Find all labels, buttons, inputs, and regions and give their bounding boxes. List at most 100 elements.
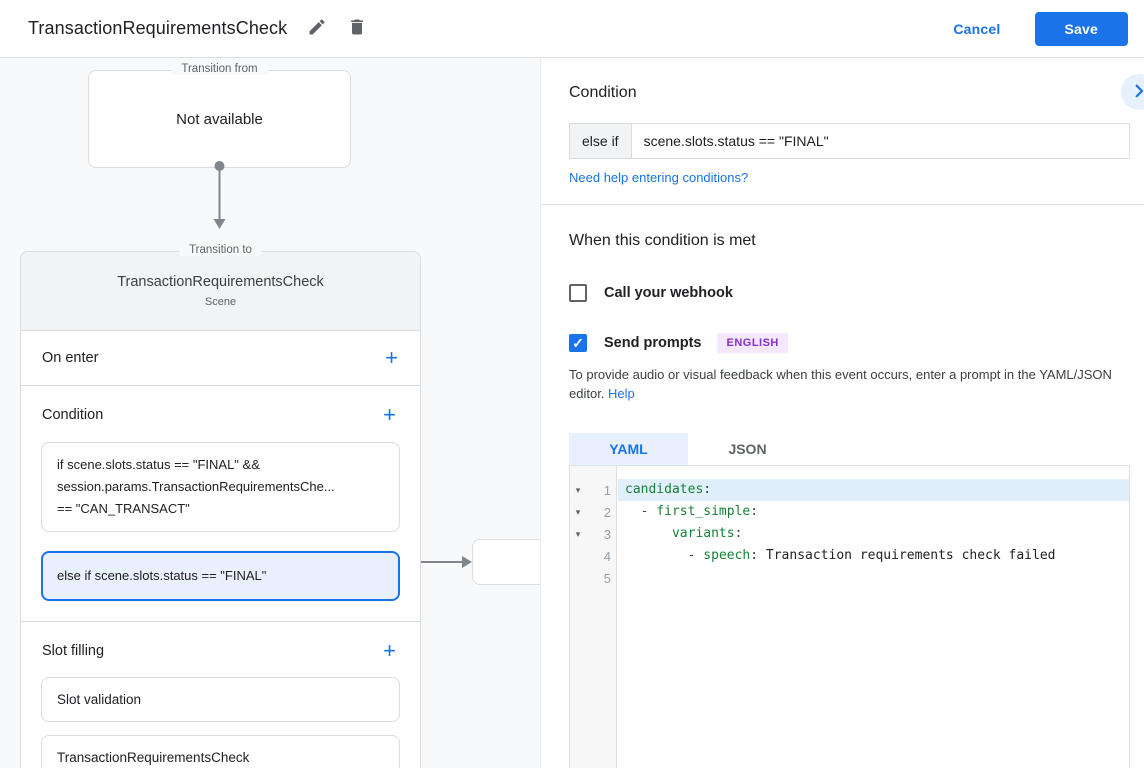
panel-title: Condition <box>569 84 637 101</box>
code-token: speech <box>703 548 751 563</box>
condition-item-elseif-selected[interactable]: else if scene.slots.status == "FINAL" <box>41 551 400 601</box>
code-token: variants <box>671 526 735 541</box>
scene-card-title: TransactionRequirementsCheck <box>117 274 324 290</box>
webhook-row: Call your webhook <box>569 284 1116 302</box>
code-line-content: - speech: Transaction requirements check… <box>618 545 1129 567</box>
editor-gutter <box>570 466 617 768</box>
on-enter-section[interactable]: On enter + <box>21 331 420 386</box>
code-line-content: candidates: <box>618 479 1129 501</box>
tab-yaml[interactable]: YAML <box>569 433 688 465</box>
line-number: 2 <box>603 504 611 520</box>
prompt-description: To provide audio or visual feedback when… <box>569 365 1116 403</box>
panel-divider <box>541 204 1144 205</box>
checkmark-icon: ✓ <box>572 335 584 351</box>
code-token: first_simple <box>656 504 751 519</box>
slot-transaction-item[interactable]: TransactionRequirementsCheck <box>41 735 400 768</box>
language-badge: ENGLISH <box>717 333 788 353</box>
tab-json[interactable]: JSON <box>688 433 807 465</box>
top-bar: TransactionRequirementsCheck Cancel Save <box>0 0 1144 58</box>
editor-line-gutter: 4 <box>570 549 618 564</box>
editor-line-gutter: 5 <box>570 571 618 586</box>
line-number: 1 <box>603 482 611 498</box>
code-line-content <box>618 567 1129 589</box>
editor-tabs: YAML JSON <box>569 433 1144 465</box>
page-title: TransactionRequirementsCheck <box>28 18 288 38</box>
editor-line[interactable]: ▾2 - first_simple: <box>570 501 1129 523</box>
pencil-icon <box>307 17 327 40</box>
prompt-help-link[interactable]: Help <box>608 386 635 401</box>
scene-card: Transition to TransactionRequirementsChe… <box>20 244 421 768</box>
condition-text-line: session.params.TransactionRequirementsCh… <box>57 479 335 494</box>
scene-canvas[interactable]: Transition from Not available Transition… <box>0 58 540 768</box>
line-number: 5 <box>603 570 611 586</box>
arrowhead-right-icon <box>462 556 472 568</box>
transition-target-node[interactable] <box>472 539 540 585</box>
send-prompts-label: Send prompts <box>604 335 702 351</box>
webhook-label: Call your webhook <box>604 285 733 301</box>
webhook-checkbox[interactable] <box>569 284 587 302</box>
delete-scene-button[interactable] <box>337 9 377 49</box>
condition-expression-input[interactable] <box>630 123 1130 159</box>
code-token: - <box>625 504 657 519</box>
slot-validation-item[interactable]: Slot validation <box>41 677 400 722</box>
code-token: : <box>750 504 759 519</box>
code-token: : <box>750 548 766 563</box>
transition-to-label: Transition to <box>179 244 262 256</box>
condition-input-row: else if <box>569 123 1130 159</box>
add-on-enter-button[interactable]: + <box>381 345 402 371</box>
editor-line-gutter: ▾3 <box>570 527 618 542</box>
condition-item-if[interactable]: if scene.slots.status == "FINAL" && sess… <box>41 442 400 532</box>
code-token <box>625 526 672 541</box>
code-token: : <box>703 482 712 497</box>
fold-arrow-icon[interactable]: ▾ <box>575 484 581 495</box>
code-token: - <box>625 548 704 563</box>
trash-icon <box>347 17 367 40</box>
scene-card-type: Scene <box>204 296 237 308</box>
on-enter-label: On enter <box>42 350 99 366</box>
edit-title-button[interactable] <box>297 9 337 49</box>
editor-line[interactable]: 5 <box>570 567 1129 589</box>
code-line-content: - first_simple: <box>618 501 1129 523</box>
when-condition-heading: When this condition is met <box>569 232 756 249</box>
cancel-button[interactable]: Cancel <box>953 20 1001 37</box>
condition-section-label: Condition <box>42 407 104 423</box>
transition-from-value: Not available <box>176 110 263 128</box>
condition-section: Condition + if scene.slots.status == "FI… <box>21 386 420 622</box>
editor-line[interactable]: 4 - speech: Transaction requirements che… <box>570 545 1129 567</box>
condition-detail-panel: Condition else if Need help entering con… <box>540 58 1144 768</box>
condition-prefix: else if <box>569 123 631 159</box>
add-slot-button[interactable]: + <box>379 638 400 664</box>
condition-text-line: == "CAN_TRANSACT" <box>57 501 190 516</box>
line-number: 3 <box>603 526 611 542</box>
code-token: candidates <box>625 482 704 497</box>
send-prompts-row: ✓ Send prompts ENGLISH <box>569 333 1116 353</box>
arrowhead-down-icon <box>213 219 226 229</box>
slot-filling-section: Slot filling + Slot validation Transacti… <box>21 622 420 768</box>
transition-from-label: Transition from <box>171 63 268 75</box>
save-button[interactable]: Save <box>1034 11 1128 46</box>
scene-card-header[interactable]: TransactionRequirementsCheck Scene <box>21 252 420 331</box>
prompt-description-text: To provide audio or visual feedback when… <box>569 367 1112 401</box>
fold-arrow-icon[interactable]: ▾ <box>575 506 581 517</box>
transition-from-box[interactable]: Transition from Not available <box>88 63 351 168</box>
code-token: : <box>734 526 743 541</box>
editor-line[interactable]: ▾3 variants: <box>570 523 1129 545</box>
condition-text-line: if scene.slots.status == "FINAL" && <box>57 457 260 472</box>
chevron-right-icon <box>1130 82 1144 103</box>
code-line-content: variants: <box>618 523 1129 545</box>
condition-text-line: else if scene.slots.status == "FINAL" <box>57 568 267 583</box>
slot-filling-label: Slot filling <box>42 643 105 659</box>
fold-arrow-icon[interactable]: ▾ <box>575 528 581 539</box>
collapse-panel-button[interactable] <box>1121 74 1144 110</box>
editor-line-gutter: ▾1 <box>570 483 618 498</box>
main-area: Transition from Not available Transition… <box>0 58 1144 768</box>
editor-line-gutter: ▾2 <box>570 505 618 520</box>
code-token: Transaction requirements check failed <box>765 548 1056 563</box>
conditions-help-link[interactable]: Need help entering conditions? <box>569 170 749 185</box>
add-condition-button[interactable]: + <box>379 402 400 428</box>
line-number: 4 <box>603 548 611 564</box>
send-prompts-checkbox[interactable]: ✓ <box>569 334 587 352</box>
